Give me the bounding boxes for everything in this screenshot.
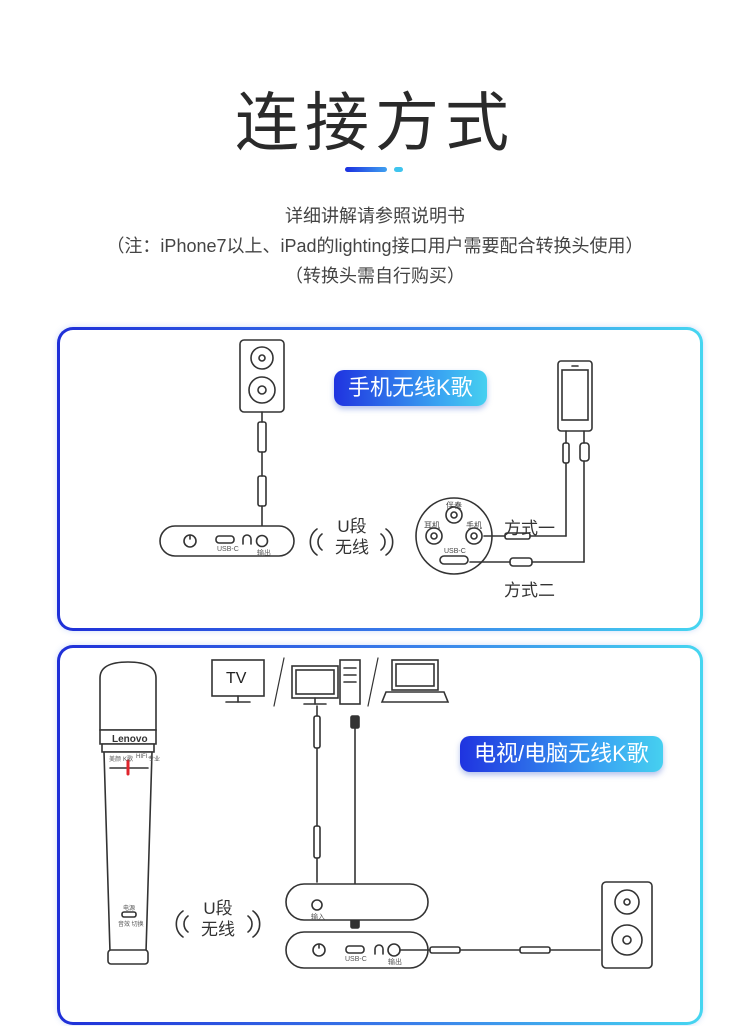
mic-power-label: 电源	[123, 906, 136, 912]
laptop-icon	[380, 659, 450, 703]
speaker-icon	[601, 881, 653, 969]
receiver-usb-label: USB-C	[345, 956, 367, 963]
tv-connection-diagram	[99, 657, 653, 969]
mic-mode-hifi: HIFI	[136, 754, 148, 760]
transmitter-input-label: 输入	[311, 914, 325, 921]
transmitter-disc-icon	[415, 497, 493, 575]
intro-line-3: （转换头需自行购买）	[285, 266, 465, 286]
aux-cable-icon	[313, 705, 321, 883]
disc-headphone-label: 耳机	[424, 521, 440, 530]
intro-line-1: 详细讲解请参照说明书	[285, 206, 465, 226]
speaker-cable-icon	[399, 946, 601, 954]
wireless-label-line1: U段	[337, 517, 367, 536]
wireless-label-line2: 无线	[335, 538, 369, 557]
tv-label: TV	[226, 670, 247, 687]
tv-icon	[211, 659, 265, 703]
phone-karaoke-heading: 手机无线K歌	[334, 370, 487, 406]
mic-effect-label: 音效 切换	[118, 922, 144, 928]
intro-line-2: （注：iPhone7以上、iPad的lighting接口用户需要配合转换头使用）	[106, 236, 644, 256]
method2-cable-icon	[469, 430, 590, 567]
mic-mode-beauty: 美颜	[109, 757, 122, 763]
microphone-icon	[99, 661, 157, 965]
method1-cable-icon	[483, 430, 570, 540]
phone-connection-diagram	[159, 339, 593, 575]
wireless-label: U段 无线	[332, 516, 372, 558]
brand-logo-text: Lenovo	[112, 734, 148, 745]
tv-karaoke-heading: 电视/电脑无线K歌	[460, 736, 663, 772]
wireless-waves-icon	[175, 910, 261, 938]
wireless-label: U段 无线	[198, 898, 238, 940]
wireless-label-line2: 无线	[201, 920, 235, 939]
panel-tv-karaoke: TV Lenovo 美颜 K歌 HIFI 专业 电源 音效 切换 电视/电脑无线…	[57, 645, 703, 1025]
speaker-icon	[239, 339, 285, 413]
title-underline-dot	[394, 167, 403, 172]
disc-usb-label: USB-C	[444, 548, 466, 555]
receiver-out-label: 输出	[388, 959, 402, 966]
mic-mode-pro: 专业	[148, 757, 161, 763]
disc-phone-label: 手机	[466, 521, 482, 530]
receiver-icon	[285, 931, 429, 969]
receiver-out-label: 输出	[257, 550, 271, 557]
mic-mode-karaoke: K歌	[123, 757, 134, 763]
smartphone-icon	[557, 360, 593, 432]
speaker-cable-icon	[257, 411, 267, 527]
title-underline	[345, 167, 387, 172]
transmitter-box-icon	[285, 883, 429, 921]
panel-phone-karaoke: 手机无线K歌 USB-C 输出 U段 无线 伴奏 耳机 手机 USB-C 方式一…	[57, 327, 703, 631]
wireless-label-line1: U段	[203, 899, 233, 918]
method2-label: 方式二	[504, 581, 555, 600]
method1-label: 方式一	[504, 519, 555, 538]
disc-accompaniment-label: 伴奏	[446, 501, 462, 510]
wireless-waves-icon	[309, 528, 394, 556]
page-title: 连接方式	[235, 87, 515, 159]
receiver-usb-label: USB-C	[217, 546, 239, 553]
receiver-icon	[159, 525, 295, 557]
desktop-computer-icon	[291, 659, 361, 705]
